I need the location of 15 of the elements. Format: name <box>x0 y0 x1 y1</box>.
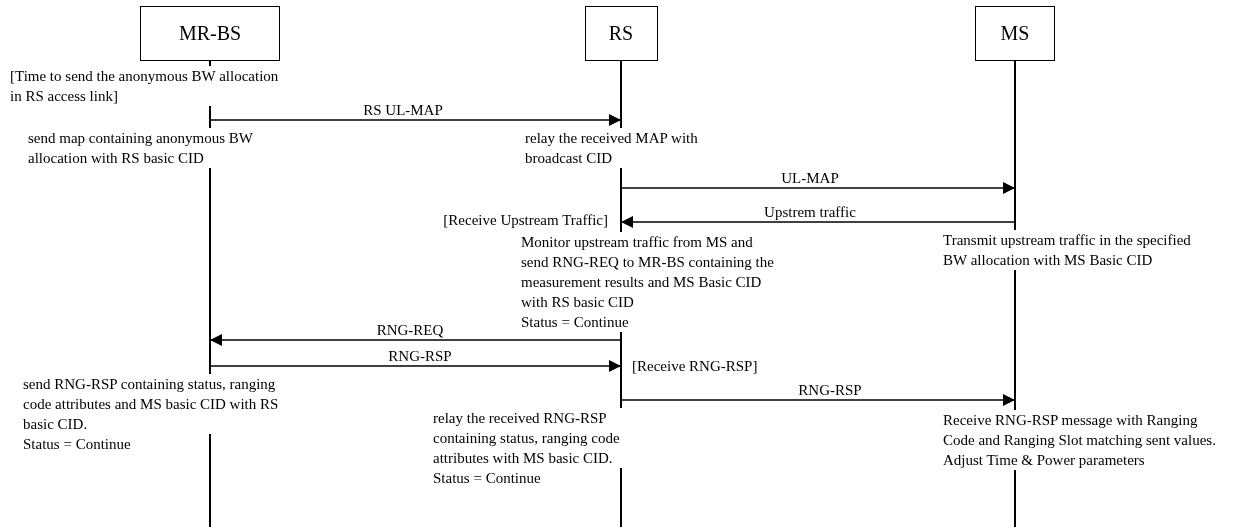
message-label: RNG-RSP <box>388 348 452 365</box>
message-arrow <box>209 360 622 372</box>
message-arrow <box>209 114 622 126</box>
message-arrow <box>209 334 622 346</box>
message-label: UL-MAP <box>781 170 839 187</box>
message-arrow <box>620 394 1016 406</box>
message-arrow <box>620 182 1016 194</box>
message-arrow <box>620 216 1016 228</box>
participant-box: MS <box>975 6 1055 61</box>
message-label: RNG-REQ <box>376 322 444 339</box>
message-label: Upstrem traffic <box>764 204 856 221</box>
participant-box: RS <box>584 6 658 61</box>
message-label: RNG-RSP <box>798 382 862 399</box>
message-label: RS UL-MAP <box>363 102 443 119</box>
participant-box: MR-BS <box>140 6 280 61</box>
